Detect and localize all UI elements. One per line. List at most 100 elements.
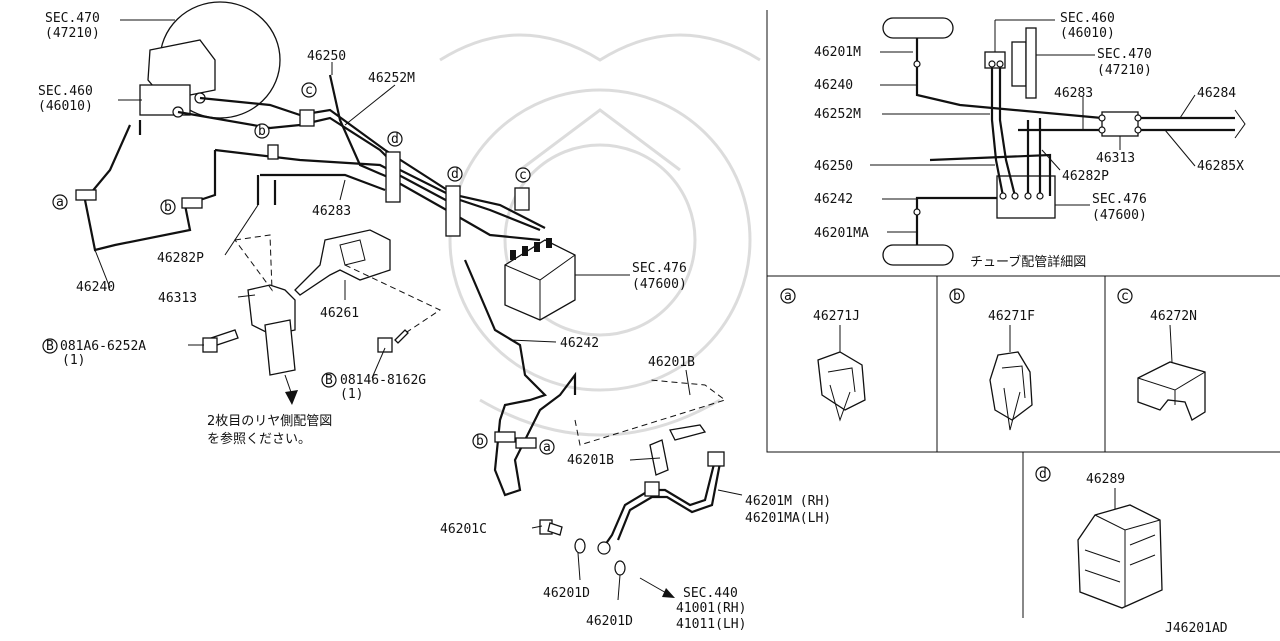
svg-text:c: c	[1121, 289, 1129, 304]
leader-lines	[94, 19, 743, 601]
label-46242: 46242	[560, 336, 599, 351]
clip-marker-c-2: c	[515, 167, 531, 183]
diagram-code: J46201AD	[1165, 621, 1228, 636]
pipe-clips	[75, 109, 537, 449]
svg-text:a: a	[543, 440, 551, 455]
label-sec476-ref: (47600)	[632, 277, 687, 292]
label-bolt-08146-qty: (1)	[340, 387, 363, 402]
svg-text:46271F: 46271F	[988, 309, 1035, 324]
detail-label-sec476-ref: (47600)	[1092, 208, 1147, 223]
detail-label-46250: 46250	[814, 159, 853, 174]
label-46201c: 46201C	[440, 522, 487, 537]
svg-text:46289: 46289	[1086, 472, 1125, 487]
clip-marker-b-1: b	[254, 123, 270, 139]
label-bolt-081a6: 081A6-6252A	[60, 339, 146, 354]
detail-label-46313: 46313	[1096, 151, 1135, 166]
svg-text:B: B	[46, 339, 54, 354]
svg-text:b: b	[953, 289, 961, 304]
label-46282p: 46282P	[157, 251, 204, 266]
bolt-marker-1: B	[42, 338, 58, 354]
label-sec470: SEC.470	[45, 11, 100, 26]
label-bolt-081a6-qty: (1)	[62, 353, 85, 368]
clip-d-on-pipe-2	[445, 185, 461, 237]
label-46313: 46313	[158, 291, 197, 306]
label-46252m: 46252M	[368, 71, 415, 86]
detail-label-46240: 46240	[814, 78, 853, 93]
detail-label-46284: 46284	[1197, 86, 1236, 101]
detail-label-46285x: 46285X	[1197, 159, 1244, 174]
label-46201b-bottom: 46201B	[567, 453, 614, 468]
clip-d-on-pipe	[385, 151, 401, 203]
detail-label-sec470-ref: (47210)	[1097, 63, 1152, 78]
svg-text:d: d	[1039, 467, 1047, 482]
note-rear-piping-line2: を参照ください。	[207, 431, 311, 447]
connector-symbol-46313	[1101, 111, 1139, 137]
svg-text:a: a	[784, 289, 792, 304]
detail-label-46252m: 46252M	[814, 107, 861, 122]
clip-b-on-rear-pipe	[494, 431, 516, 443]
label-46201d-a: 46201D	[543, 586, 590, 601]
label-sec460-ref: (46010)	[38, 99, 93, 114]
wheel-cylinder-rear-symbol	[882, 244, 954, 266]
svg-text:B: B	[325, 373, 333, 388]
bolt-marker-2: B	[321, 372, 337, 388]
svg-text:d: d	[391, 132, 399, 147]
clip-marker-d-2: d	[447, 166, 463, 182]
detail-label-46201ma: 46201MA	[814, 226, 869, 241]
label-46283: 46283	[312, 204, 351, 219]
washers-46201d	[574, 538, 675, 598]
clip-c-on-pipe-2	[514, 187, 530, 211]
detail-label-sec470: SEC.470	[1097, 47, 1152, 62]
label-46201m: 46201M (RH)	[745, 494, 831, 509]
detail-label-46283: 46283	[1054, 86, 1093, 101]
inset-b-clip-46271f: b 46271F	[949, 288, 1035, 431]
label-46201ma: 46201MA(LH)	[745, 511, 831, 526]
clip-46201b-group	[574, 379, 727, 476]
svg-text:46272N: 46272N	[1150, 309, 1197, 324]
booster-symbol	[1011, 41, 1027, 87]
clip-marker-b-3: b	[472, 433, 488, 449]
detail-label-sec476: SEC.476	[1092, 192, 1147, 207]
label-sec440-rh: 41001(RH)	[676, 601, 746, 616]
inset-d-clip-46289: d 46289	[1035, 466, 1163, 609]
detail-label-46201m: 46201M	[814, 45, 861, 60]
label-bolt-08146: 08146-8162G	[340, 373, 426, 388]
label-sec460: SEC.460	[38, 84, 93, 99]
label-sec470-ref: (47210)	[45, 26, 100, 41]
tube-detail-panel: SEC.460 (46010) SEC.470 (47210) 46201M 4…	[766, 10, 1280, 618]
svg-text:c: c	[519, 168, 527, 183]
svg-text:d: d	[451, 167, 459, 182]
watermark-emblem	[439, 33, 761, 437]
clip-b-on-pipe-2	[181, 197, 203, 209]
detail-label-46242: 46242	[814, 192, 853, 207]
svg-text:b: b	[476, 434, 484, 449]
wheel-cylinder-front-symbol	[882, 17, 954, 39]
connector-46313	[234, 234, 298, 405]
clip-marker-c-1: c	[301, 82, 317, 98]
clip-marker-b-2: b	[160, 199, 176, 215]
label-46201d-b: 46201D	[586, 614, 633, 629]
label-sec440: SEC.440	[683, 586, 738, 601]
booster-symbol-2	[1025, 27, 1037, 99]
bracket-46261	[294, 229, 442, 341]
clip-marker-a-1: a	[52, 194, 68, 210]
label-46240: 46240	[76, 280, 115, 295]
clip-marker-a-2: a	[539, 439, 555, 455]
bolt-46201c	[539, 519, 563, 536]
bolt-081a6	[202, 329, 239, 353]
label-sec440-lh: 41011(LH)	[676, 617, 746, 632]
label-46261: 46261	[320, 306, 359, 321]
clip-c-on-pipe	[299, 109, 315, 127]
inset-a-clip-46271j: a 46271J	[780, 288, 866, 422]
clip-a-on-rear-pipe	[515, 437, 537, 449]
detail-label-sec460: SEC.460	[1060, 11, 1115, 26]
detail-caption: チューブ配管詳細図	[970, 254, 1086, 270]
label-46250: 46250	[307, 49, 346, 64]
brake-hose-46201m	[597, 451, 725, 555]
svg-text:c: c	[305, 83, 313, 98]
detail-label-sec460-ref: (46010)	[1060, 26, 1115, 41]
clip-a-on-pipe	[75, 189, 97, 201]
note-rear-piping-line1: 2枚目のリヤ側配管図	[207, 414, 332, 429]
inset-c-clip-46272n: c 46272N	[1117, 288, 1206, 421]
